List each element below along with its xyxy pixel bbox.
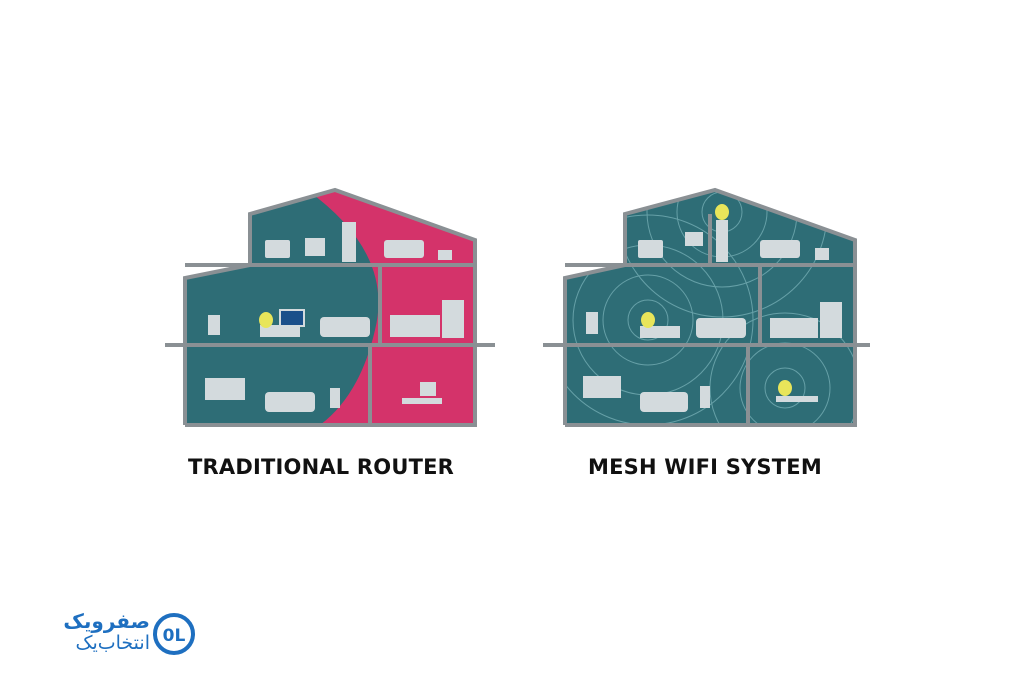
- dead-zone: [300, 190, 475, 425]
- traditional-router-caption: TRADITIONAL ROUTER: [188, 455, 455, 479]
- svg-text:0L: 0L: [163, 626, 186, 646]
- brand-name-line1: صفرویک: [63, 609, 150, 633]
- brand-name-line2: انتخاب‌یک: [75, 632, 150, 654]
- router-icon: [778, 380, 792, 396]
- house-walls: [563, 187, 857, 427]
- brand-mark-icon: 0L: [153, 613, 195, 655]
- furniture-left: [205, 222, 464, 412]
- router-icon: [715, 204, 729, 220]
- furniture-right: [583, 220, 842, 412]
- mesh-wifi-caption: MESH WIFI SYSTEM: [588, 455, 822, 479]
- router-icon: [641, 312, 655, 328]
- brand-logo[interactable]: صفرویک انتخاب‌یک 0L: [26, 608, 196, 668]
- router-icon: [259, 312, 273, 328]
